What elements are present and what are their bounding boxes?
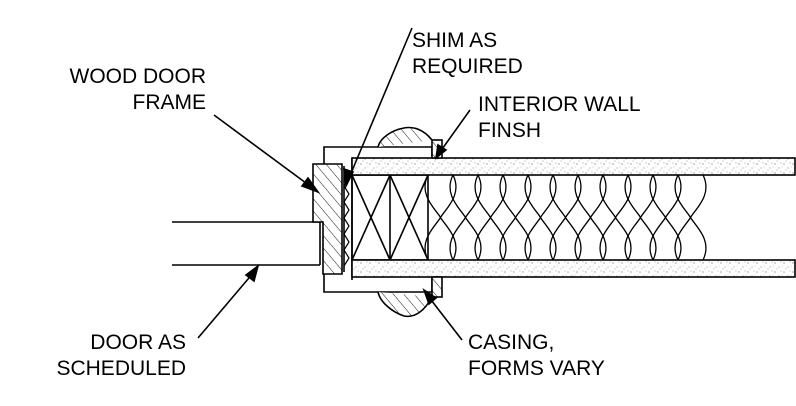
- label-line: SHIM AS: [412, 29, 498, 52]
- label-line: FORMS VARY: [468, 357, 605, 380]
- label-door: DOOR AS SCHEDULED: [20, 330, 186, 382]
- insulation-loop: [424, 174, 457, 261]
- label-line: WOOD DOOR: [69, 65, 207, 88]
- insulation-loop: [449, 174, 482, 261]
- label-casing: CASING, FORMS VARY: [468, 330, 605, 382]
- interior-wall-finish-top: [351, 157, 796, 176]
- label-shim: SHIM AS REQUIRED: [412, 28, 523, 80]
- door-slab: [172, 221, 321, 266]
- insulation-loop: [499, 174, 532, 261]
- insulation-loop: [574, 174, 607, 261]
- leader-casing: [422, 287, 463, 341]
- label-line: REQUIRED: [412, 55, 523, 78]
- label-interior-wall-finish: INTERIOR WALL FINSH: [478, 92, 641, 144]
- label-line: DOOR AS: [90, 331, 186, 354]
- interior-wall-finish-bottom: [351, 259, 796, 278]
- insulation-loop: [649, 174, 682, 261]
- stud-framing: [351, 174, 429, 261]
- wood-door-frame: [312, 163, 343, 275]
- shim: [343, 166, 350, 272]
- insulation-loop: [549, 174, 582, 261]
- label-wood-door-frame: WOOD DOOR FRAME: [20, 64, 207, 116]
- leader-shim: [343, 27, 413, 189]
- leader-wood-door-frame: [213, 114, 321, 194]
- casing-bottom: [323, 274, 443, 318]
- label-line: INTERIOR WALL: [478, 93, 641, 116]
- insulation-loop: [599, 174, 632, 261]
- insulation-loop: [624, 174, 657, 261]
- insulation-loop: [474, 174, 507, 261]
- insulation-loop: [524, 174, 557, 261]
- label-line: CASING,: [468, 331, 555, 354]
- insulation-loop: [674, 174, 707, 261]
- label-line: FINSH: [478, 119, 541, 142]
- label-line: FRAME: [132, 91, 207, 114]
- label-line: SCHEDULED: [56, 357, 186, 380]
- leader-interior-wall: [434, 109, 471, 160]
- leader-door: [197, 263, 260, 339]
